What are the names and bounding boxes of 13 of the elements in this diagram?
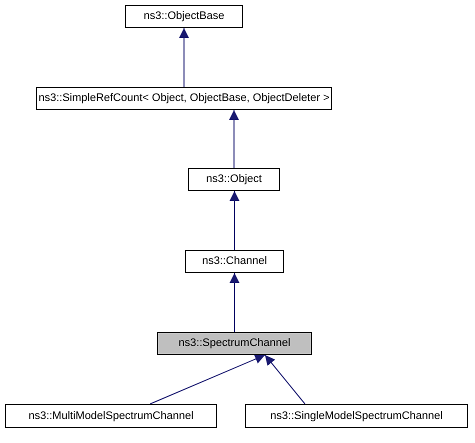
- class-box: ns3::SimpleRefCount< Object, ObjectBase, ObjectDeleter >: [36, 87, 332, 110]
- inheritance-arrow: [150, 354, 266, 404]
- inheritance-arrow: [230, 272, 240, 332]
- class-box: ns3::Channel: [185, 250, 284, 273]
- class-box: ns3::SingleModelSpectrumChannel: [245, 404, 468, 428]
- class-box: ns3::ObjectBase: [125, 5, 243, 28]
- inheritance-arrow: [264, 354, 306, 404]
- class-box: ns3::MultiModelSpectrumChannel: [5, 404, 217, 428]
- current-class-box: ns3::SpectrumChannel: [157, 332, 312, 355]
- inheritance-arrow: [230, 190, 240, 250]
- class-box: ns3::Object: [188, 168, 280, 191]
- inheritance-arrow: [179, 28, 189, 88]
- inheritance-arrow: [229, 110, 239, 168]
